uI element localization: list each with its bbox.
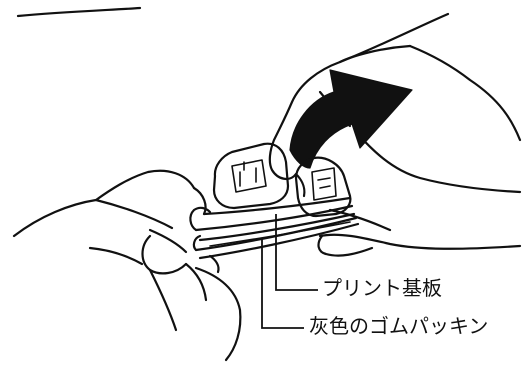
connector-block (212, 142, 352, 218)
board-assembly (189, 196, 360, 260)
gasket-label: 灰色のゴムパッキン (309, 314, 489, 338)
gasket-leader-line (261, 238, 304, 329)
lift-arrow-icon (289, 69, 413, 169)
pcb-label: プリント基板 (322, 276, 442, 300)
top-left-fragment-line (16, 6, 142, 18)
left-hand-illustration (12, 169, 242, 362)
pcb-leader-line (275, 214, 318, 291)
